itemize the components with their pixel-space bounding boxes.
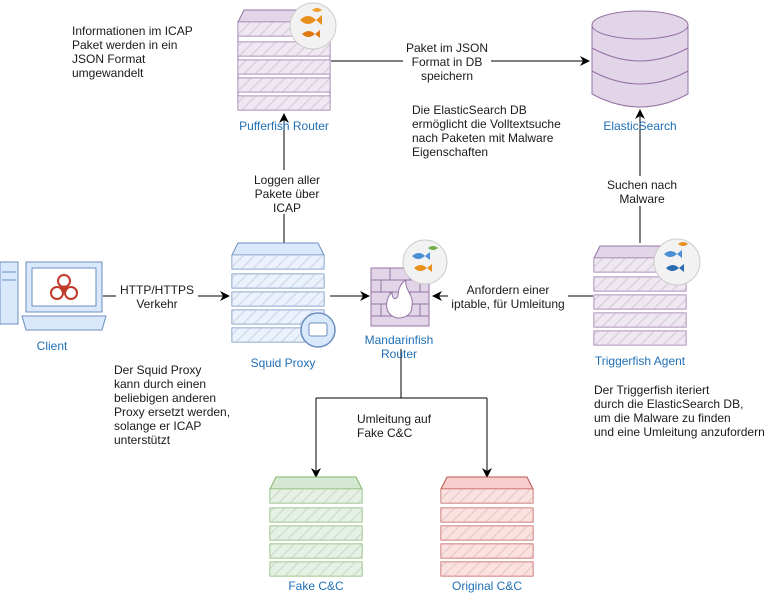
svg-text:und eine Umleitung anzufordern: und eine Umleitung anzufordern (594, 425, 765, 439)
svg-text:um die Malware zu finden: um die Malware zu finden (594, 411, 731, 425)
svg-text:speichern: speichern (421, 69, 473, 83)
edge-label-pufferfish-elasticsearch: Paket im JSON Format in DB speichern (406, 41, 488, 83)
svg-text:beliebigen anderen: beliebigen anderen (114, 391, 216, 405)
svg-text:unterstützt: unterstützt (114, 433, 171, 447)
edge-label-triggerfish-mandarinfish: Anfordern einer iptable, für Umleitung (451, 283, 564, 311)
elasticsearch-label: ElasticSearch (603, 119, 676, 133)
server-icon (231, 254, 325, 343)
svg-text:Paket werden in ein: Paket werden in ein (72, 38, 177, 52)
client[interactable]: Client (0, 261, 107, 353)
svg-text:Format in DB: Format in DB (412, 55, 483, 69)
mandarinfish-router-label-line2: Router (381, 347, 417, 361)
biohazard-icon (50, 274, 78, 300)
svg-text:iptable, für Umleitung: iptable, für Umleitung (451, 297, 564, 311)
svg-text:Umleitung auf: Umleitung auf (357, 412, 432, 426)
squid-proxy-label: Squid Proxy (251, 356, 316, 370)
svg-text:Malware: Malware (619, 192, 665, 206)
server-icon (269, 488, 363, 577)
svg-text:Suchen nach: Suchen nach (607, 178, 677, 192)
fake-cc-server[interactable]: Fake C&C (269, 476, 363, 593)
svg-text:Der Squid Proxy: Der Squid Proxy (114, 363, 201, 377)
original-cc-label: Original C&C (452, 579, 522, 593)
original-cc-server[interactable]: Original C&C (440, 476, 534, 593)
svg-text:ICAP: ICAP (273, 201, 301, 215)
svg-text:umgewandelt: umgewandelt (72, 66, 144, 80)
fish-icon (402, 239, 448, 285)
svg-text:Proxy ersetzt werden,: Proxy ersetzt werden, (114, 405, 230, 419)
pufferfish-router[interactable]: Pufferfish Router (237, 2, 337, 133)
server-icon (440, 488, 534, 577)
note-triggerfish: Der Triggerfish iteriert durch die Elast… (594, 383, 765, 439)
svg-text:Paket im JSON: Paket im JSON (406, 41, 488, 55)
fish-icon (653, 238, 701, 286)
svg-text:solange er ICAP: solange er ICAP (114, 419, 201, 433)
svg-text:Anfordern einer: Anfordern einer (467, 283, 550, 297)
svg-text:JSON Format: JSON Format (72, 52, 146, 66)
fake-cc-label: Fake C&C (288, 579, 344, 593)
note-squid: Der Squid Proxy kann durch einen beliebi… (114, 363, 230, 447)
mandarinfish-router-label-line1: Mandarinfish (365, 333, 434, 347)
triggerfish-agent-label: Triggerfish Agent (595, 354, 686, 368)
svg-text:nach Paketen mit Malware: nach Paketen mit Malware (412, 131, 554, 145)
database-icon (591, 10, 689, 108)
svg-text:Informationen im ICAP: Informationen im ICAP (72, 24, 193, 38)
squid-proxy[interactable]: Squid Proxy (231, 242, 336, 370)
edge-label-squid-pufferfish: Loggen aller Pakete über ICAP (254, 173, 320, 215)
edge-label-triggerfish-elasticsearch: Suchen nach Malware (607, 178, 677, 206)
svg-text:Eigenschaften: Eigenschaften (412, 145, 488, 159)
svg-text:Die ElasticSearch DB: Die ElasticSearch DB (412, 103, 527, 117)
edge-label-client-squid: HTTP/HTTPS Verkehr (120, 283, 194, 311)
triggerfish-agent[interactable]: Triggerfish Agent (593, 238, 701, 368)
svg-text:Fake C&C: Fake C&C (357, 426, 413, 440)
svg-text:HTTP/HTTPS: HTTP/HTTPS (120, 283, 194, 297)
edge-label-mandarinfish-fake: Umleitung auf Fake C&C (357, 412, 432, 440)
elasticsearch-db[interactable]: ElasticSearch (591, 10, 689, 133)
svg-text:Der Triggerfish iteriert: Der Triggerfish iteriert (594, 383, 710, 397)
svg-text:Loggen aller: Loggen aller (254, 173, 320, 187)
fish-icon (289, 2, 337, 50)
svg-text:Pakete über: Pakete über (255, 187, 320, 201)
pufferfish-router-label: Pufferfish Router (239, 119, 329, 133)
note-icap: Informationen im ICAP Paket werden in ei… (72, 24, 193, 80)
svg-text:ermöglicht die Volltextsuche: ermöglicht die Volltextsuche (412, 117, 561, 131)
client-label: Client (37, 339, 68, 353)
proxy-badge-icon (300, 312, 336, 348)
svg-text:kann durch einen: kann durch einen (114, 377, 206, 391)
mandarinfish-router[interactable]: Mandarinfish Router (365, 239, 448, 361)
svg-text:Verkehr: Verkehr (136, 297, 177, 311)
note-elasticsearch: Die ElasticSearch DB ermöglicht die Voll… (412, 103, 561, 159)
svg-text:durch die ElasticSearch DB,: durch die ElasticSearch DB, (594, 397, 743, 411)
